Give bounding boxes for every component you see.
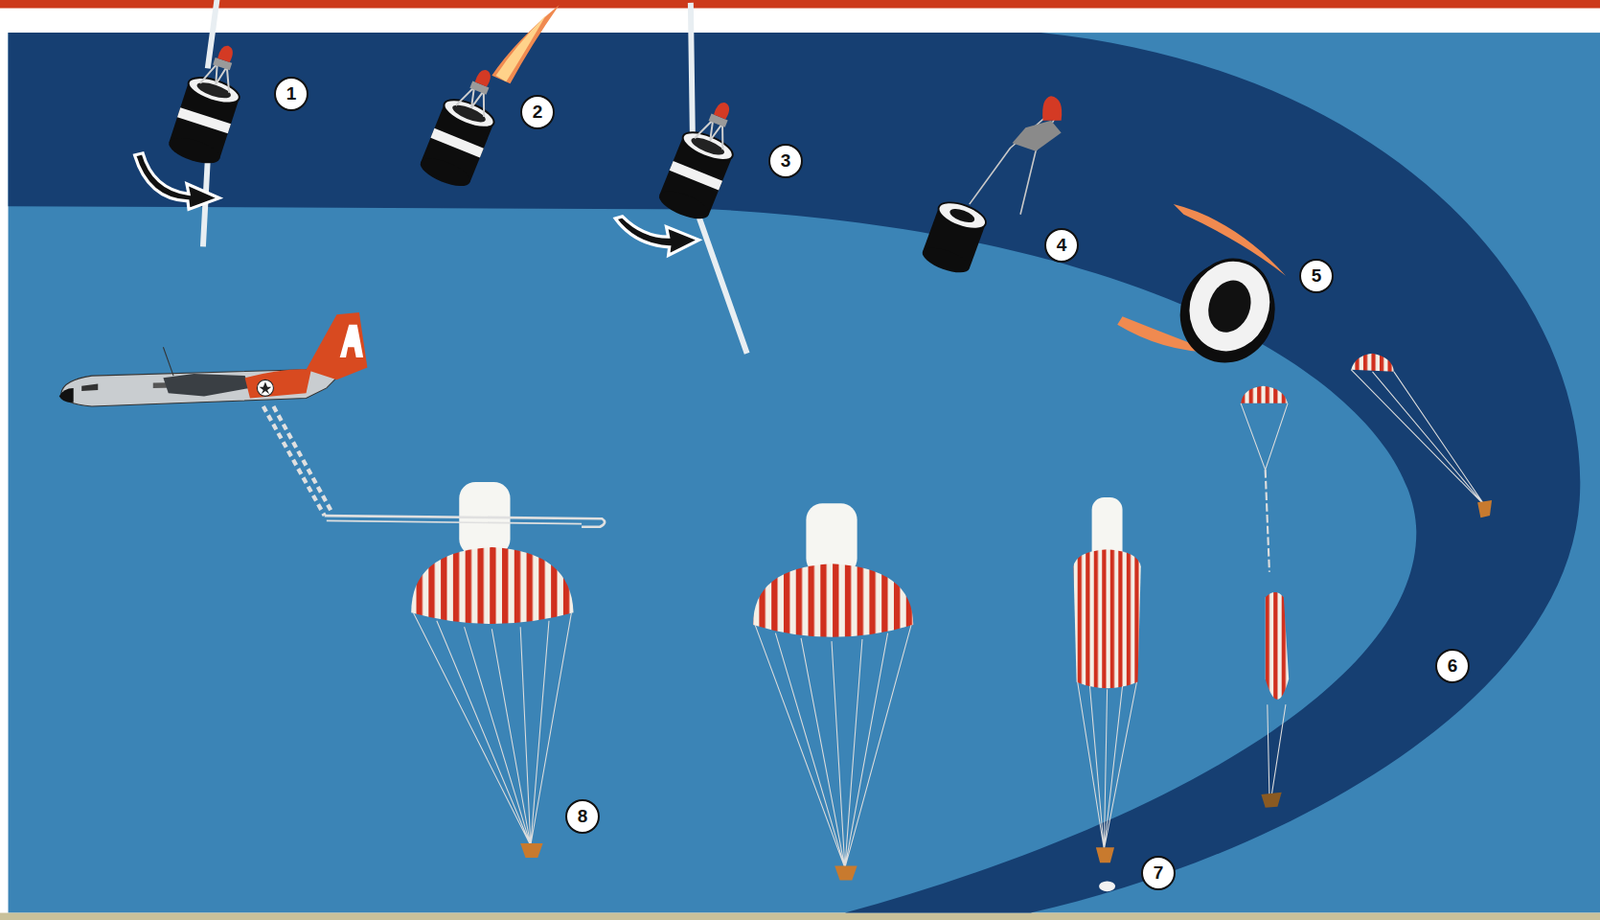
callout-number: 8 bbox=[565, 799, 600, 834]
aircraft bbox=[59, 312, 605, 527]
callout-number: 3 bbox=[768, 143, 803, 179]
callout-number: 1 bbox=[274, 76, 309, 112]
callout-number: 2 bbox=[520, 94, 555, 130]
callout-number: 6 bbox=[1435, 648, 1470, 684]
callout-number: 7 bbox=[1141, 855, 1176, 891]
callout-number: 5 bbox=[1299, 258, 1334, 294]
callout-number: 4 bbox=[1044, 228, 1079, 263]
